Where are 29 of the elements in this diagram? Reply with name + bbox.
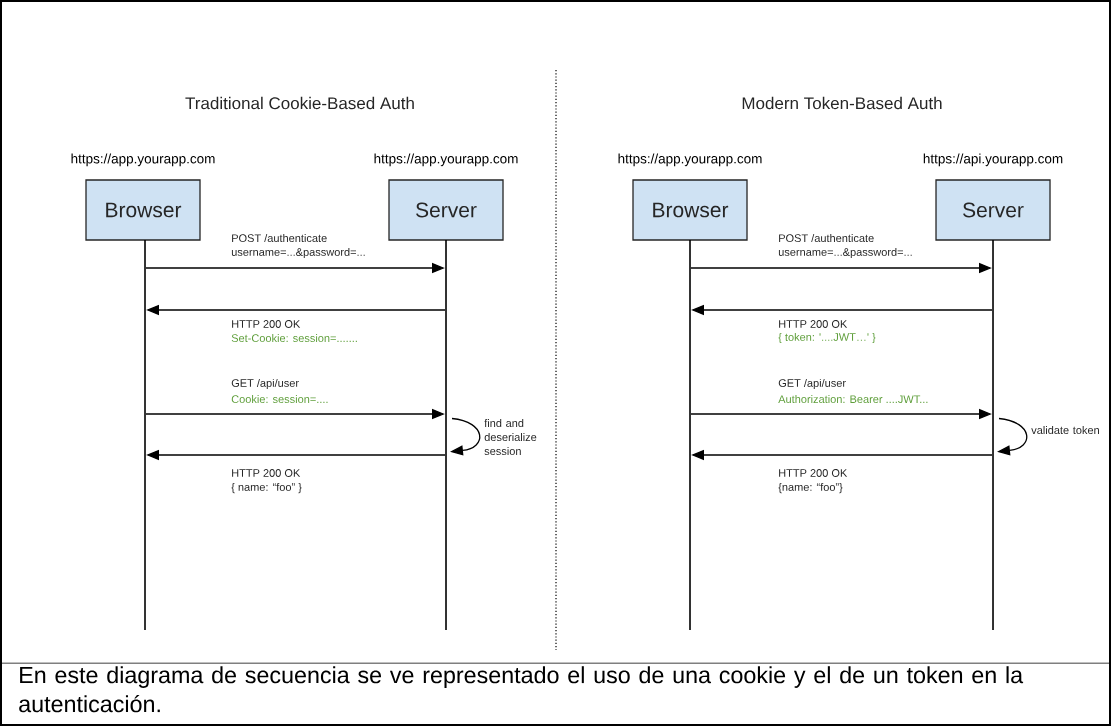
url-label: https://api.yourapp.com	[923, 153, 1063, 167]
participant-box: Browser	[632, 179, 748, 241]
section-heading: Traditional Cookie-Based Auth	[185, 96, 414, 110]
caption: En este diagrama de secuencia se ve representado el uso de una cookie y el de un token en la autenticación.	[19, 666, 1024, 713]
edge-label: validate token	[1031, 425, 1099, 435]
edge-label: HTTP 200 OK	[779, 469, 848, 477]
edge-label: find and deserialize session	[484, 418, 537, 456]
message-detail: username=...&password=...	[231, 247, 365, 259]
edge-label: HTTP 200 OK	[232, 469, 301, 477]
message-detail: Cookie: session=....	[231, 394, 328, 404]
edge-label: HTTP 200 OK	[779, 320, 848, 328]
url-label: https://app.yourapp.com	[374, 153, 518, 167]
url-label: https://app.yourapp.com	[71, 153, 215, 167]
message-detail: Authorization: Bearer ....JWT...	[778, 394, 928, 404]
message-detail: { token: '....JWT…' }	[778, 332, 876, 344]
participant-box: Server	[388, 179, 504, 241]
message-detail: { name: “foo” }	[231, 482, 302, 494]
url-label: https://app.yourapp.com	[618, 153, 762, 167]
participant-box: Browser	[85, 179, 201, 241]
message-detail: {name: “foo”}	[778, 482, 843, 494]
edge-label: GET /api/user	[778, 378, 846, 390]
section-heading: Modern Token-Based Auth	[742, 96, 942, 110]
participant-box: Server	[935, 179, 1051, 241]
edge-label: HTTP 200 OK	[232, 320, 301, 328]
message-detail: Set-Cookie: session=.......	[231, 333, 357, 343]
edge-label: POST /authenticate	[232, 233, 327, 243]
edge-label: POST /authenticate	[779, 233, 874, 243]
message-detail: username=...&password=...	[778, 247, 912, 259]
edge-label: GET /api/user	[231, 378, 299, 390]
